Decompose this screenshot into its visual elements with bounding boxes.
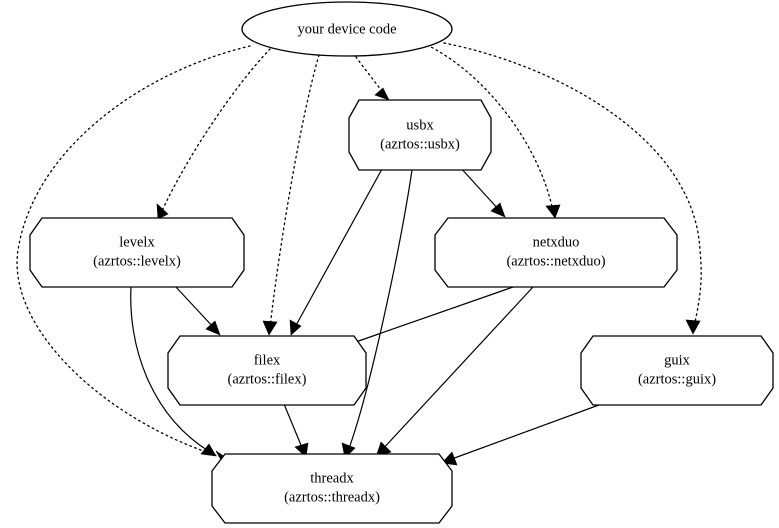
node-label-guix-line2: (azrtos::guix): [638, 371, 716, 387]
edge-usbx-netxduo: [458, 165, 506, 218]
edge-netxduo-filex: [342, 285, 517, 351]
node-levelx[interactable]: levelx (azrtos::levelx): [29, 217, 245, 288]
edge-device-guix: [443, 42, 702, 335]
node-label-filex-line2: (azrtos::filex): [228, 371, 307, 387]
node-netxduo[interactable]: netxduo (azrtos::netxduo): [434, 217, 678, 288]
node-label-device: your device code: [297, 21, 396, 37]
edge-netxduo-threadx: [375, 286, 534, 458]
edge-usbx-filex: [289, 168, 383, 336]
edge-filex-threadx: [283, 403, 309, 458]
node-label-levelx-line2: (azrtos::levelx): [93, 253, 181, 269]
edge-guix-threadx: [441, 397, 619, 466]
edge-levelx-filex: [174, 285, 221, 336]
edge-usbx-threadx: [341, 169, 413, 459]
node-your-device-code[interactable]: your device code: [241, 1, 453, 57]
node-label-netxduo-line2: (azrtos::netxduo): [506, 253, 605, 269]
node-filex[interactable]: filex (azrtos::filex): [167, 335, 367, 406]
node-threadx[interactable]: threadx (azrtos::threadx): [211, 453, 453, 524]
node-label-usbx-line2: (azrtos::usbx): [380, 136, 460, 152]
node-usbx[interactable]: usbx (azrtos::usbx): [348, 99, 492, 171]
node-guix[interactable]: guix (azrtos::guix): [580, 335, 774, 406]
edge-levelx-threadx: [130, 286, 217, 457]
node-label-usbx-line1: usbx: [406, 117, 434, 133]
edge-device-levelx: [156, 48, 271, 220]
node-label-levelx-line1: levelx: [119, 234, 155, 250]
node-label-netxduo-line1: netxduo: [533, 234, 580, 250]
edge-device-usbx: [355, 56, 390, 101]
node-label-filex-line1: filex: [254, 352, 281, 368]
node-label-threadx-line2: (azrtos::threadx): [284, 489, 380, 505]
node-label-guix-line1: guix: [664, 352, 691, 368]
edge-device-filex: [262, 54, 320, 336]
edge-device-netxduo: [426, 44, 561, 219]
node-label-threadx-line1: threadx: [310, 470, 354, 486]
